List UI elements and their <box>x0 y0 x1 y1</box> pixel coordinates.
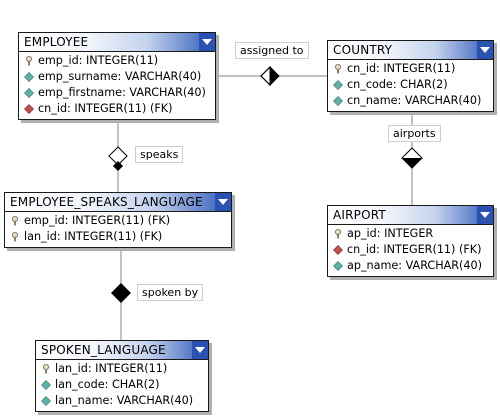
attribute-icon <box>24 72 34 82</box>
column-row[interactable]: lan_code: CHAR(2) <box>36 377 208 393</box>
entity-employee-title: EMPLOYEE <box>24 35 89 49</box>
airports-diamond-fill <box>402 158 422 168</box>
key-icon <box>43 364 49 374</box>
chevron-down-icon[interactable] <box>199 33 215 51</box>
attribute-icon <box>41 380 51 390</box>
attribute-icon <box>333 80 343 90</box>
attribute-icon <box>24 88 34 98</box>
key-icon <box>12 232 18 242</box>
entity-country[interactable]: COUNTRY cn_id: INTEGER(11) cn_code: CHAR… <box>327 40 494 112</box>
foreign-key-icon <box>333 245 343 255</box>
column-text: lan_name: VARCHAR(40) <box>55 394 194 407</box>
assigned-to-diamond <box>260 65 280 87</box>
column-text: cn_id: INTEGER(11) (FK) <box>347 243 482 256</box>
spoken-by-diamond <box>111 283 131 303</box>
attribute-icon <box>41 396 51 406</box>
entity-employee-speaks-language[interactable]: EMPLOYEE_SPEAKS_LANGUAGE emp_id: INTEGER… <box>4 192 232 248</box>
key-icon <box>335 64 341 74</box>
chevron-down-icon[interactable] <box>192 341 208 359</box>
entity-spoken-language-title: SPOKEN_LANGUAGE <box>41 343 166 357</box>
column-text: ap_id: INTEGER <box>347 227 434 240</box>
speaks-bottom-diamond <box>113 161 123 171</box>
column-text: cn_name: VARCHAR(40) <box>347 94 482 107</box>
column-text: lan_id: INTEGER(11) (FK) <box>24 230 163 243</box>
relationship-label-assigned-to[interactable]: assigned to <box>235 42 309 59</box>
column-text: emp_firstname: VARCHAR(40) <box>38 86 206 99</box>
attribute-icon <box>333 96 343 106</box>
column-row[interactable]: lan_id: INTEGER(11) (FK) <box>5 229 231 245</box>
column-text: emp_id: INTEGER(11) (FK) <box>24 214 171 227</box>
key-icon <box>12 216 18 226</box>
relationship-label-spoken-by[interactable]: spoken by <box>137 284 204 301</box>
column-row[interactable]: cn_code: CHAR(2) <box>328 77 493 93</box>
chevron-down-icon[interactable] <box>215 193 231 211</box>
chevron-down-icon[interactable] <box>477 41 493 59</box>
relationship-label-airports[interactable]: airports <box>388 125 441 142</box>
entity-country-header[interactable]: COUNTRY <box>328 41 493 60</box>
column-text: emp_surname: VARCHAR(40) <box>38 70 202 83</box>
speaks-top-diamond <box>108 146 128 166</box>
entity-employee-header[interactable]: EMPLOYEE <box>19 33 215 52</box>
column-row[interactable]: lan_name: VARCHAR(40) <box>36 393 208 409</box>
column-text: ap_name: VARCHAR(40) <box>347 259 483 272</box>
column-row[interactable]: cn_name: VARCHAR(40) <box>328 93 493 109</box>
entity-employee-speaks-language-title: EMPLOYEE_SPEAKS_LANGUAGE <box>10 195 203 209</box>
column-text: cn_id: INTEGER(11) <box>347 62 456 75</box>
foreign-key-icon <box>24 104 34 114</box>
column-row[interactable]: emp_id: INTEGER(11) <box>19 53 215 69</box>
column-text: emp_id: INTEGER(11) <box>38 54 159 67</box>
entity-country-title: COUNTRY <box>333 43 393 57</box>
relationship-label-speaks[interactable]: speaks <box>135 146 184 163</box>
key-icon <box>26 56 32 66</box>
attribute-icon <box>333 261 343 271</box>
column-row[interactable]: cn_id: INTEGER(11) <box>328 61 493 77</box>
column-row[interactable]: cn_id: INTEGER(11) (FK) <box>19 101 215 117</box>
entity-employee-speaks-language-header[interactable]: EMPLOYEE_SPEAKS_LANGUAGE <box>5 193 231 212</box>
column-row[interactable]: ap_id: INTEGER <box>328 226 493 242</box>
column-text: lan_id: INTEGER(11) <box>55 362 168 375</box>
entity-spoken-language-header[interactable]: SPOKEN_LANGUAGE <box>36 341 208 360</box>
column-row[interactable]: ap_name: VARCHAR(40) <box>328 258 493 274</box>
column-row[interactable]: lan_id: INTEGER(11) <box>36 361 208 377</box>
entity-airport[interactable]: AIRPORT ap_id: INTEGER cn_id: INTEGER(11… <box>327 205 494 277</box>
column-text: cn_id: INTEGER(11) (FK) <box>38 102 173 115</box>
chevron-down-icon[interactable] <box>477 206 493 224</box>
column-row[interactable]: emp_id: INTEGER(11) (FK) <box>5 213 231 229</box>
entity-spoken-language[interactable]: SPOKEN_LANGUAGE lan_id: INTEGER(11) lan_… <box>35 340 209 412</box>
entity-airport-header[interactable]: AIRPORT <box>328 206 493 225</box>
column-row[interactable]: emp_surname: VARCHAR(40) <box>19 69 215 85</box>
column-text: cn_code: CHAR(2) <box>347 78 448 91</box>
column-text: lan_code: CHAR(2) <box>55 378 160 391</box>
column-row[interactable]: emp_firstname: VARCHAR(40) <box>19 85 215 101</box>
entity-airport-title: AIRPORT <box>333 208 386 222</box>
column-row[interactable]: cn_id: INTEGER(11) (FK) <box>328 242 493 258</box>
key-icon <box>335 229 341 239</box>
entity-employee[interactable]: EMPLOYEE emp_id: INTEGER(11) emp_surname… <box>18 32 216 120</box>
